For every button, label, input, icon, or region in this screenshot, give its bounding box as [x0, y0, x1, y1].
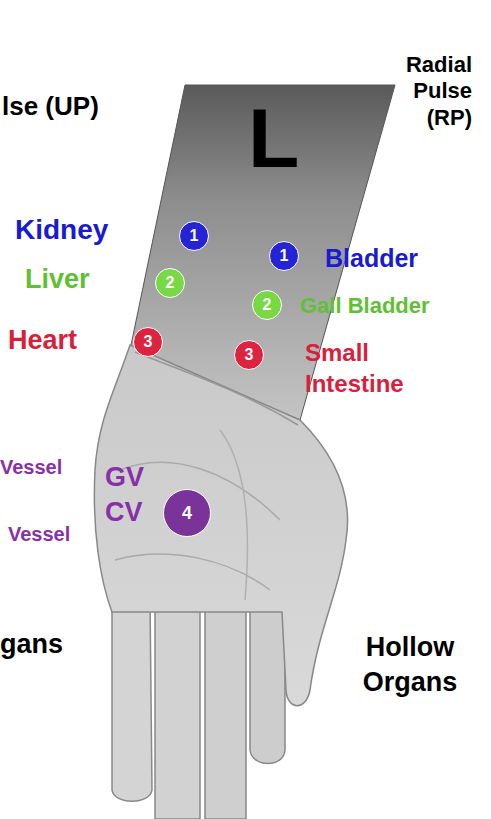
- pulse-point-circle: 3: [234, 340, 264, 370]
- pulse-point-circle: 2: [252, 290, 282, 320]
- callout-number: 3: [245, 347, 254, 363]
- organ-label: Vessel: [8, 523, 70, 545]
- organ-label: Radial Pulse (RP): [372, 52, 472, 131]
- callout-number: 2: [263, 297, 272, 313]
- organ-label: Kidney: [15, 215, 108, 246]
- pulse-point-circle: 4: [163, 489, 211, 537]
- organ-label: Liver: [25, 265, 90, 295]
- pulse-point-circle: 2: [155, 268, 185, 298]
- organ-label: gans: [0, 630, 63, 660]
- callout-number: 4: [182, 504, 192, 522]
- organ-label: Small Intestine: [305, 337, 455, 399]
- pulse-point-circle: 1: [269, 241, 299, 271]
- callout-number: 2: [166, 275, 175, 291]
- organ-label: Hollow Organs: [340, 630, 480, 700]
- callout-number: 1: [280, 248, 289, 264]
- organ-label: Heart: [8, 326, 77, 356]
- organ-label: Bladder: [325, 245, 418, 273]
- pulse-point-circle: 3: [133, 327, 163, 357]
- pulse-point-circle: 1: [179, 221, 209, 251]
- organ-label: Vessel: [0, 456, 62, 478]
- callout-number: 1: [190, 228, 199, 244]
- organ-label: GV: [105, 463, 144, 493]
- organ-label: lse (UP): [2, 92, 99, 121]
- organ-label: CV: [105, 498, 143, 528]
- organ-label: Gall Bladder: [300, 294, 430, 318]
- callout-number: 3: [144, 334, 153, 350]
- organ-label: L: [248, 92, 299, 184]
